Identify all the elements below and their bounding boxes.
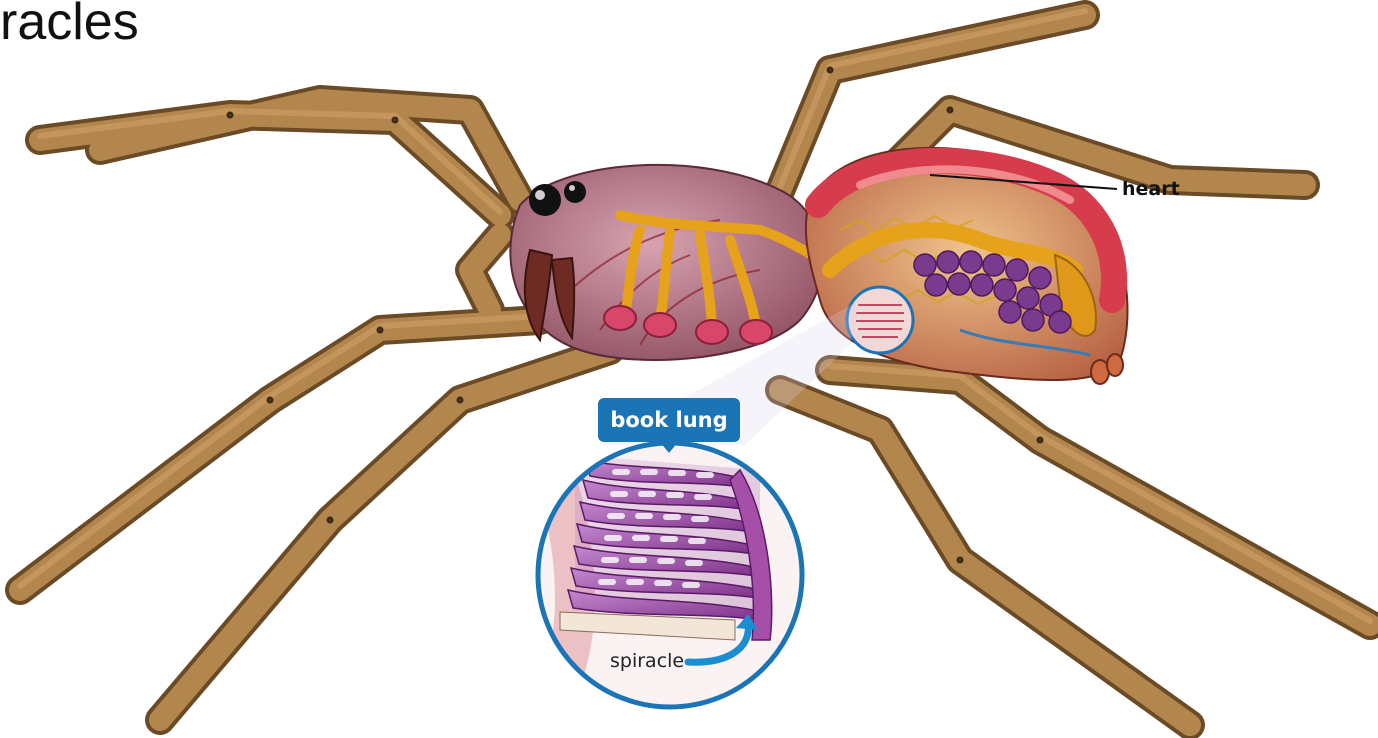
spiracle-label: spiracle [610,650,684,672]
book-lung-magnifier [538,440,802,720]
abdomen-cutaway [806,148,1128,384]
leg-left-3 [20,320,540,590]
page-title-fragment: racles [0,0,139,51]
book-lung-badge: book lung [598,398,740,442]
book-lung-badge-text: book lung [610,408,727,432]
cephalothorax [510,165,830,360]
heart-label: heart [1122,178,1180,200]
